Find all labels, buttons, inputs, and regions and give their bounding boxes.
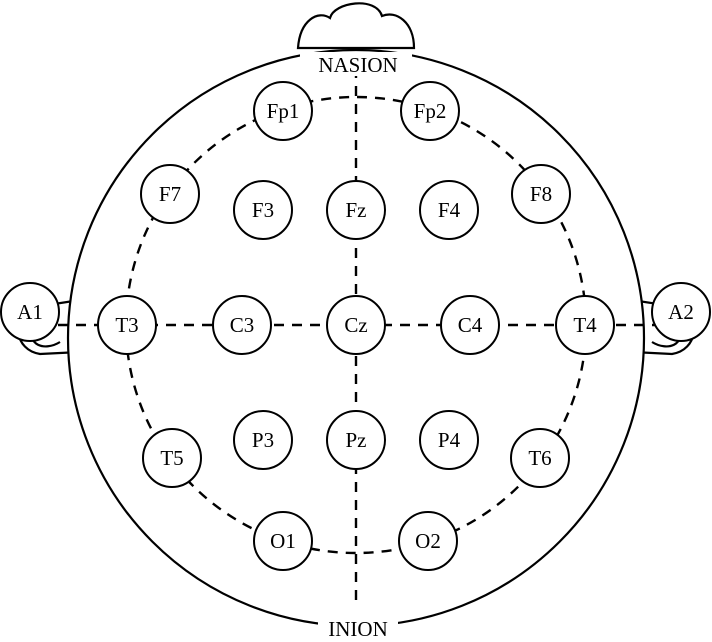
nasion-label: NASION	[318, 53, 397, 77]
electrode-fp2: Fp2	[400, 81, 460, 141]
inion-label-bg	[318, 612, 398, 642]
electrode-label: A2	[668, 300, 694, 324]
electrode-f3: F3	[233, 180, 293, 240]
electrode-p3: P3	[233, 410, 293, 470]
electrode-t3: T3	[97, 295, 157, 355]
electrode-label: F3	[252, 198, 274, 222]
electrode-c4: C4	[440, 295, 500, 355]
electrode-label: F7	[159, 182, 181, 206]
electrode-a1: A1	[0, 282, 60, 342]
electrode-p4: P4	[419, 410, 479, 470]
electrode-label: O1	[270, 529, 296, 553]
electrode-label: T6	[528, 446, 551, 470]
electrode-label: Pz	[346, 428, 367, 452]
electrode-label: T3	[115, 313, 138, 337]
electrode-label: F4	[438, 198, 461, 222]
electrode-t5: T5	[142, 428, 202, 488]
electrode-label: O2	[415, 529, 441, 553]
inion-label: INION	[328, 617, 387, 641]
electrode-t6: T6	[510, 428, 570, 488]
electrode-label: T5	[160, 446, 183, 470]
electrode-label: T4	[573, 313, 597, 337]
electrode-label: P3	[252, 428, 274, 452]
electrode-label: Fz	[346, 198, 367, 222]
nasion-label-bg	[300, 52, 412, 76]
electrode-fz: Fz	[326, 180, 386, 240]
electrode-label: A1	[17, 300, 43, 324]
electrode-label: P4	[438, 428, 461, 452]
electrode-f8: F8	[511, 164, 571, 224]
electrode-label: F8	[530, 182, 552, 206]
electrode-label: C4	[458, 313, 483, 337]
electrode-label: Cz	[344, 313, 367, 337]
electrode-pz: Pz	[326, 410, 386, 470]
electrode-label: C3	[230, 313, 255, 337]
electrode-t4: T4	[555, 295, 615, 355]
electrode-o2: O2	[398, 511, 458, 571]
electrode-label: Fp1	[267, 99, 300, 123]
electrode-cz: Cz	[326, 295, 386, 355]
electrode-f4: F4	[419, 180, 479, 240]
electrode-a2: A2	[651, 282, 711, 342]
electrode-f7: F7	[140, 164, 200, 224]
electrode-o1: O1	[253, 511, 313, 571]
nose-outline	[296, 2, 416, 50]
electrode-c3: C3	[212, 295, 272, 355]
electrode-fp1: Fp1	[253, 81, 313, 141]
electrode-label: Fp2	[414, 99, 447, 123]
